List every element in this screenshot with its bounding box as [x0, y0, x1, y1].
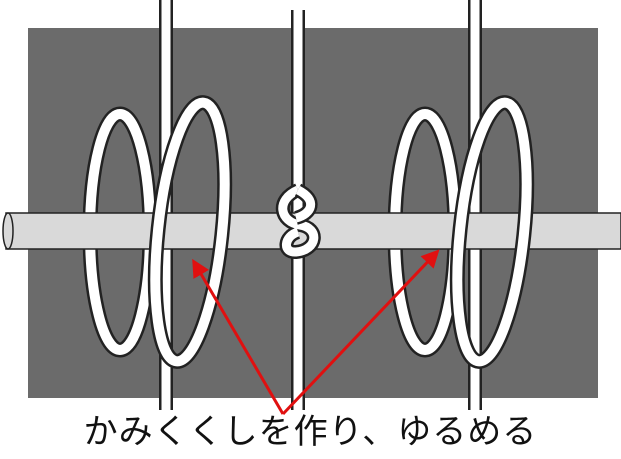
arrows — [192, 249, 440, 416]
left-hitch-front — [147, 95, 233, 369]
caption: かみくくしを作り、ゆるめる — [83, 412, 538, 452]
center-knot — [275, 183, 321, 259]
right-hitch-front — [449, 95, 535, 369]
